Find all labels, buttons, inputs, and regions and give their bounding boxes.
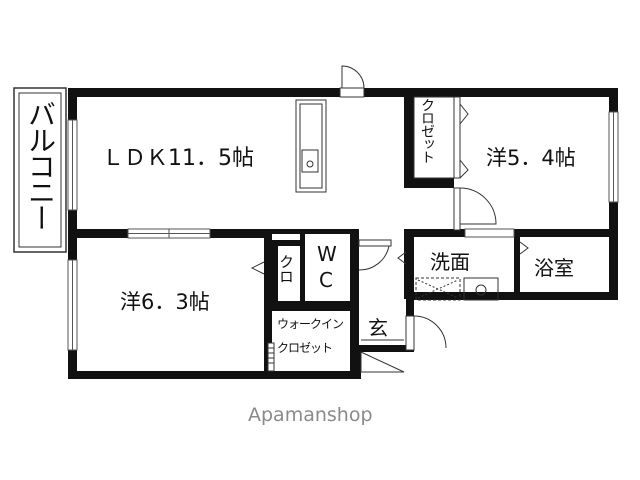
- top-door: [339, 65, 365, 98]
- wc-label-w: W: [317, 242, 337, 266]
- walkin-closet: [267, 342, 275, 372]
- wc-label-c: C: [319, 268, 333, 292]
- balcony-label: バルコニー: [24, 100, 57, 230]
- ldk-label: ＬＤＫ11．5帖: [102, 146, 254, 171]
- closet-top-label: クロゼット: [419, 98, 435, 163]
- bathroom-label: 浴室: [534, 256, 574, 280]
- entrance-area: [360, 315, 447, 373]
- entrance-label: 玄: [368, 316, 388, 340]
- washroom-label: 洗面: [430, 250, 470, 274]
- windows: [67, 111, 619, 351]
- western-54-label: 洋5．4帖: [486, 146, 576, 170]
- wc-door: [358, 239, 392, 271]
- kitchen-counter: [295, 99, 327, 193]
- washroom-fixtures: [415, 277, 499, 301]
- balcony-outline: [13, 87, 67, 253]
- walkin-label-1: ウォークイン: [277, 317, 344, 331]
- interior-walls: [68, 88, 618, 374]
- western-63-label: 洋6．3帖: [120, 290, 210, 314]
- closet-small-label: クロ: [277, 254, 295, 284]
- closet-top: [413, 96, 469, 179]
- watermark-logo: Apamanshop: [248, 404, 373, 426]
- room54-door: [453, 187, 497, 231]
- balcony-inner: [18, 92, 62, 248]
- walkin-label-2: クロゼット: [277, 341, 333, 355]
- wash-bath-doors: [397, 241, 529, 265]
- closet-small-door: [250, 261, 265, 275]
